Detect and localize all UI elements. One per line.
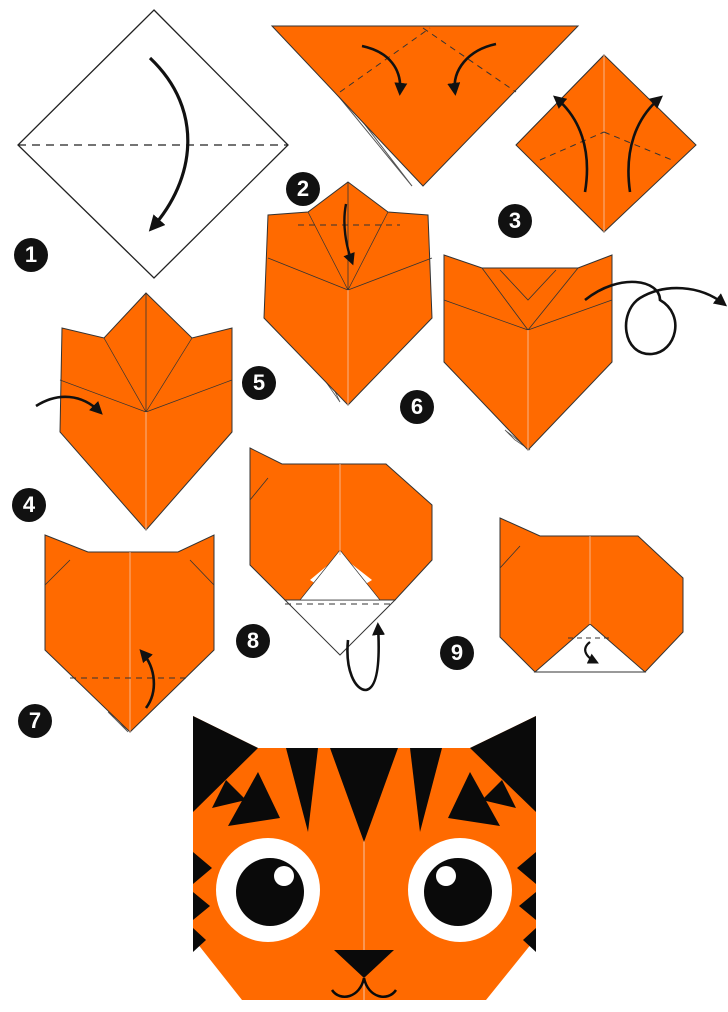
step-2-triangle [272, 26, 578, 186]
step-6-badge: 6 [400, 390, 434, 424]
step-5-shape [264, 182, 432, 405]
finished-tiger-face [193, 716, 536, 1000]
step-8-shape [250, 448, 432, 690]
step-4-badge: 4 [12, 488, 46, 522]
step-9-badge: 9 [440, 636, 474, 670]
left-pupil [236, 858, 304, 926]
step-7-badge: 7 [18, 704, 52, 738]
step-4-shape [36, 293, 232, 530]
step-7-shape [45, 535, 214, 732]
step-1-badge: 1 [14, 238, 48, 272]
step-3-badge: 3 [498, 204, 532, 238]
step-1-paper-square [18, 10, 288, 278]
step-9-shape [500, 518, 683, 672]
right-pupil [424, 858, 492, 926]
step-2-badge: 2 [286, 172, 320, 206]
step-3-diamond [516, 55, 696, 232]
step-8-badge: 8 [236, 624, 270, 658]
step-6-shape [444, 255, 724, 450]
step-5-badge: 5 [242, 366, 276, 400]
